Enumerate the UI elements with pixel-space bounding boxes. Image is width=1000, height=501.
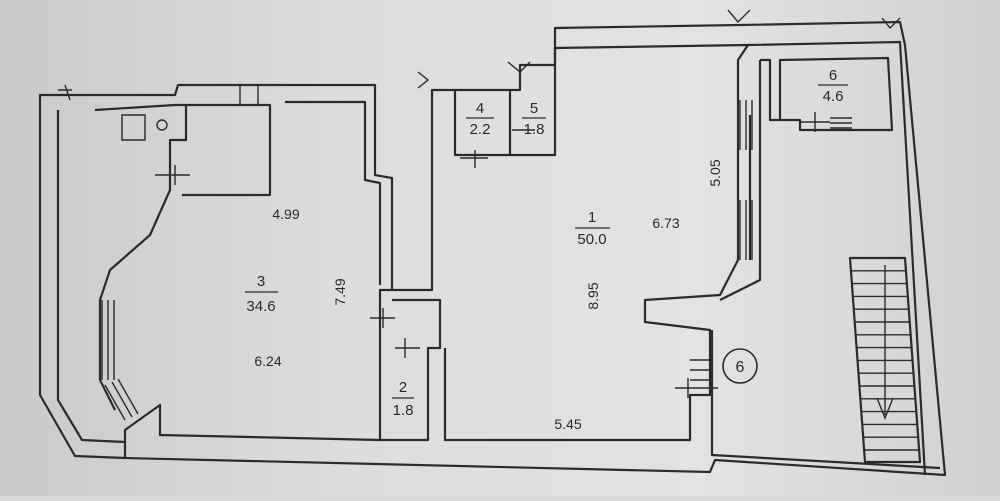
room-number: 3 [257,273,265,290]
entrance-markers [58,9,901,101]
room-label-3: 3 34.6 [245,273,278,315]
room-number: 4 [476,100,484,117]
entrance-arrow-icon [881,17,901,30]
staircase [848,256,922,464]
room-number: 1 [588,209,596,226]
room-label-4: 4 2.2 [466,100,494,138]
dimension-label: 8.95 [585,282,601,309]
stair-arrow-icon [876,397,894,420]
entrance-arrow-icon [417,71,430,89]
room-area: 50.0 [577,231,606,248]
circle-marker: 6 [722,348,758,384]
dimension-label: 7.49 [332,278,348,305]
dimension-label: 6.24 [254,353,281,369]
room-area: 4.6 [823,88,844,105]
circle-marker-label: 6 [736,359,745,376]
dimension-label: 6.73 [652,215,679,231]
entrance-arrow-icon [507,61,531,73]
room-label-5: 5 1.8 [522,100,546,138]
room-number: 6 [829,67,837,84]
room-label-1: 1 50.0 [575,209,610,248]
entrance-arrow-icon [727,9,751,24]
column-circle [156,119,168,131]
room-label-6: 6 4.6 [818,67,848,105]
windows [101,86,753,421]
room-number: 5 [530,100,538,117]
dimension-label: 5.05 [707,159,723,186]
doors [155,112,852,398]
dimension-label: 4.99 [272,206,299,222]
entrance-arrow-icon [58,84,72,101]
dimension-label: 5.45 [554,416,581,432]
room-area: 34.6 [246,298,275,315]
outer-walls [38,20,947,477]
room-area: 1.8 [393,402,414,419]
room-area: 2.2 [470,121,491,138]
room-number: 2 [399,379,407,396]
room-area: 1.8 [524,121,545,138]
room-label-2: 2 1.8 [392,379,414,419]
column-box [121,114,168,141]
